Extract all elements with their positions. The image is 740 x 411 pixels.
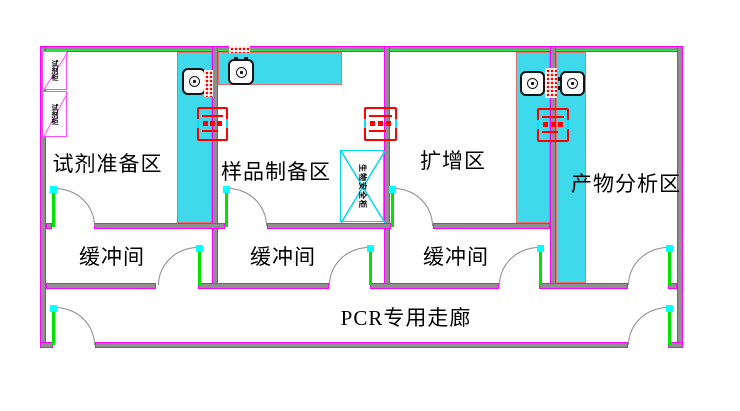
room-label-reagent-prep: 试剂准备区 xyxy=(52,152,163,176)
door-arc xyxy=(499,247,539,285)
door-arc xyxy=(158,247,198,285)
wall-buffer-top xyxy=(433,223,550,229)
door-leaf xyxy=(668,307,671,345)
vent-icon xyxy=(545,68,557,98)
door-hinge-icon xyxy=(389,186,396,193)
door-leaf xyxy=(668,247,671,285)
vent-icon xyxy=(204,70,213,97)
door-leaf xyxy=(52,188,55,227)
door-hinge-icon xyxy=(50,186,57,193)
door-leaf xyxy=(52,307,55,345)
pass-box-icon xyxy=(197,107,228,141)
wall-buffer-top xyxy=(94,223,225,229)
vent-icon xyxy=(229,46,250,53)
wall-top-accent xyxy=(46,50,677,51)
wall-outer-bottom xyxy=(95,342,628,348)
door-arc xyxy=(329,247,369,285)
door-leaf xyxy=(225,188,228,227)
reagent-cabinet-label: 试剂柜 xyxy=(51,103,58,125)
door-hinge-icon xyxy=(223,186,230,193)
instrument-knob-icon xyxy=(188,76,200,87)
cabinet-diagonal xyxy=(43,52,68,91)
door-arc xyxy=(55,188,95,226)
room-label-buffer-1: 缓冲间 xyxy=(79,245,145,269)
instrument-icon xyxy=(182,68,208,95)
wall-corridor-top xyxy=(539,283,628,289)
room-label-buffer-2: 缓冲间 xyxy=(250,245,316,269)
pass-box-icon xyxy=(537,108,569,142)
instrument-knob-icon xyxy=(567,78,578,89)
door-arc xyxy=(628,247,668,285)
wall-outer-bottom xyxy=(668,342,683,348)
wall-corridor-top xyxy=(46,283,156,289)
wall-corridor-top xyxy=(198,283,329,289)
instrument-icon xyxy=(520,71,547,96)
reagent-cabinet: 试剂柜 xyxy=(42,51,68,91)
door-leaf xyxy=(198,247,201,285)
door-hinge-icon xyxy=(50,305,57,312)
pass-box-icon xyxy=(364,107,397,141)
biosafety-cross-icon xyxy=(341,151,385,223)
door-arc xyxy=(55,307,95,345)
reagent-cabinet-label: 试剂柜 xyxy=(51,60,58,81)
instrument-knob-icon xyxy=(527,78,538,89)
wall-corridor-top xyxy=(668,283,677,289)
wall-outer-bottom xyxy=(40,342,53,348)
room-label-buffer-3: 缓冲间 xyxy=(423,245,489,269)
door-arc xyxy=(628,307,668,345)
door-leaf xyxy=(369,247,372,285)
door-arc xyxy=(394,188,433,226)
door-hinge-icon xyxy=(196,245,203,252)
instrument-icon xyxy=(558,71,585,96)
door-arc xyxy=(228,188,267,226)
instrument-knob-icon xyxy=(235,66,247,78)
room-label-sample-prep: 样品制备区 xyxy=(221,160,331,184)
wall-outer-top xyxy=(40,46,683,52)
door-leaf xyxy=(539,247,542,285)
cabinet-diagonal xyxy=(43,92,68,138)
door-hinge-icon xyxy=(666,245,673,252)
wall-buffer-top xyxy=(267,223,391,229)
door-leaf xyxy=(391,188,394,227)
instrument-icon xyxy=(228,57,254,85)
wall-buffer-top xyxy=(46,223,52,229)
door-hinge-icon xyxy=(537,245,544,252)
room-label-amplification: 扩增区 xyxy=(420,149,486,173)
door-hinge-icon xyxy=(666,305,673,312)
wall-corridor-top xyxy=(370,283,499,289)
door-hinge-icon xyxy=(367,245,374,252)
biosafety-cabinet: 生物安全柜 xyxy=(340,150,385,223)
room-label-corridor: PCR专用走廊 xyxy=(340,306,472,330)
reagent-cabinet: 试剂柜 xyxy=(42,91,68,138)
biosafety-cabinet-label: 生物安全柜 xyxy=(357,163,367,209)
room-label-product-analysis: 产物分析区 xyxy=(571,172,681,196)
